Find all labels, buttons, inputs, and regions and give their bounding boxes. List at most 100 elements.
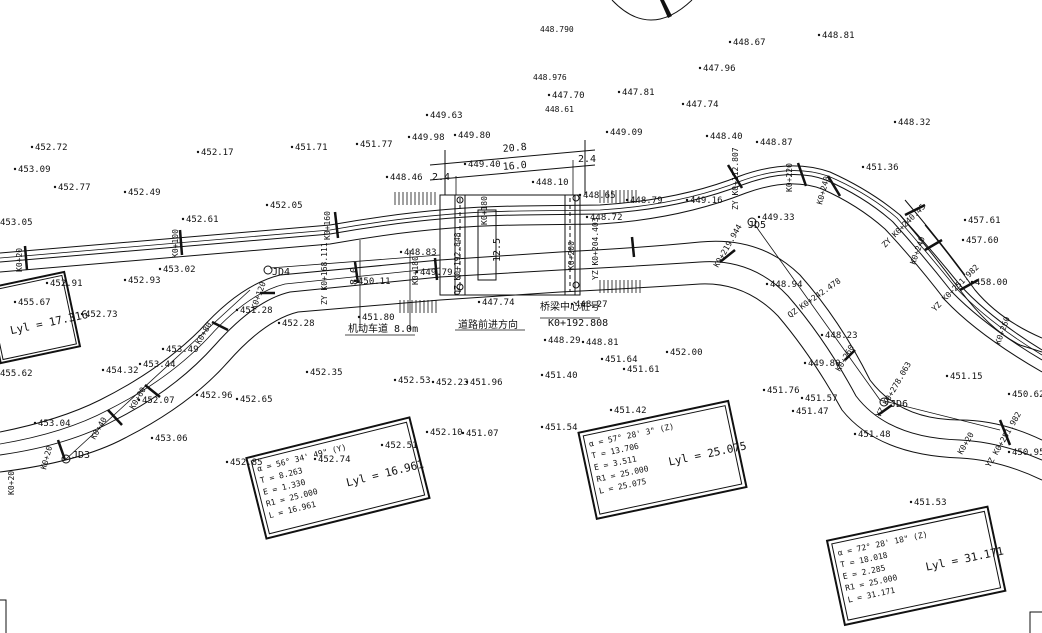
elev-label: 449.63 — [430, 111, 463, 121]
elev-label: 449.40 — [468, 160, 501, 170]
elev-label: 451.80 — [362, 313, 395, 323]
elev-label: 452.17 — [201, 148, 234, 158]
station-label: K0+20 — [15, 248, 24, 272]
elevation-point — [235, 397, 239, 401]
elev-label: 455.67 — [18, 298, 51, 308]
top-label: 448.61 — [545, 105, 574, 114]
elevation-point — [13, 300, 17, 304]
elev-label: 451.28 — [240, 306, 273, 316]
elevation-point — [393, 378, 397, 382]
elevation-point — [385, 175, 389, 179]
elev-label: 449.79 — [420, 268, 453, 278]
station-label: YZ K0+204.403 — [591, 217, 600, 280]
elevation-point — [685, 198, 689, 202]
station-label: K0+20 — [956, 430, 976, 456]
elevation-point — [415, 270, 419, 274]
elev-label: 448.87 — [760, 138, 793, 148]
elevation-point — [547, 93, 551, 97]
station-label: K0+240 — [908, 235, 926, 265]
elev-label: 448.27 — [575, 300, 608, 310]
elevation-point — [357, 315, 361, 319]
elev-label: 458.00 — [975, 278, 1008, 288]
elevation-point — [463, 162, 467, 166]
elevation-point — [893, 120, 897, 124]
elevation-point — [353, 279, 357, 283]
table-t3 — [825, 505, 1007, 627]
table-edge-left — [0, 599, 7, 633]
elev-label: 452.85 — [230, 458, 263, 468]
station-label: K0+180 — [480, 196, 489, 225]
elevation-point — [161, 347, 165, 351]
elevation-point — [765, 282, 769, 286]
elev-label: 449.98 — [412, 133, 445, 143]
elevation-point — [757, 215, 761, 219]
jd-label: JD3 — [72, 450, 90, 461]
bridge-side-right: 2.4 — [578, 154, 596, 165]
elev-label: 455.62 — [0, 369, 33, 379]
bridge-width-mid: 16.0 — [502, 160, 527, 173]
elevation-point — [431, 380, 435, 384]
station-label: K0+220 — [785, 163, 794, 192]
elev-label: 452.61 — [186, 215, 219, 225]
elev-label: 451.57 — [805, 394, 838, 404]
table-t0 — [0, 270, 82, 365]
elevation-point — [625, 198, 629, 202]
elevation-point — [138, 362, 142, 366]
elevation-point — [609, 408, 613, 412]
elevation-point — [540, 373, 544, 377]
main-road — [0, 165, 1042, 373]
elevation-point — [791, 409, 795, 413]
elevation-point — [581, 340, 585, 344]
elevation-point — [540, 425, 544, 429]
elev-label: 448.81 — [586, 338, 619, 348]
elevation-point — [1007, 392, 1011, 396]
elevation-point — [543, 338, 547, 342]
elevation-point — [800, 396, 804, 400]
elevation-point — [817, 33, 821, 37]
elev-label: 452.10 — [430, 428, 463, 438]
elevation-point — [33, 421, 37, 425]
station-label: K0+200 — [567, 241, 576, 270]
elev-label: 448.29 — [548, 336, 581, 346]
elevation-point — [570, 302, 574, 306]
elevation-point — [605, 130, 609, 134]
station-label: K0+100 — [171, 229, 180, 258]
bridge-center-label: 桥梁中心桩号 — [540, 300, 600, 313]
elevation-point — [158, 267, 162, 271]
elevation-point — [265, 203, 269, 207]
elev-label: 451.07 — [466, 429, 499, 439]
elev-label: 452.91 — [50, 279, 83, 289]
elevation-point — [150, 436, 154, 440]
elevation-point — [123, 278, 127, 282]
elevation-point — [101, 368, 105, 372]
elevation-point — [53, 185, 57, 189]
elevation-point — [355, 142, 359, 146]
station-label: K0+219.944 — [712, 223, 744, 269]
elevation-point — [803, 361, 807, 365]
elev-label: 448.32 — [898, 118, 931, 128]
top-label: 448.976 — [533, 73, 567, 82]
elevation-point — [30, 145, 34, 149]
elevation-point — [290, 145, 294, 149]
station-label: K0+20 — [7, 471, 16, 495]
elev-label: 451.53 — [914, 498, 947, 508]
station-label: ZY K0+168.111 — [320, 242, 329, 305]
station-ticks — [23, 162, 1012, 461]
elevation-point — [465, 380, 469, 384]
bridge-center-station: K0+192.808 — [548, 318, 608, 329]
elev-label: 451.61 — [627, 365, 660, 375]
elevation-point — [195, 393, 199, 397]
bridge — [345, 140, 641, 336]
elev-label: 452.74 — [318, 455, 351, 465]
elev-label: 452.35 — [310, 368, 343, 378]
elev-label: 448.83 — [404, 248, 437, 258]
elev-label: 453.04 — [38, 419, 71, 429]
jd-label: JD5 — [748, 220, 766, 231]
elev-label: 448.81 — [822, 31, 855, 41]
elev-label: 451.40 — [545, 371, 578, 381]
elevation-point — [728, 40, 732, 44]
elev-label: 447.81 — [622, 88, 655, 98]
elevation-point — [196, 150, 200, 154]
